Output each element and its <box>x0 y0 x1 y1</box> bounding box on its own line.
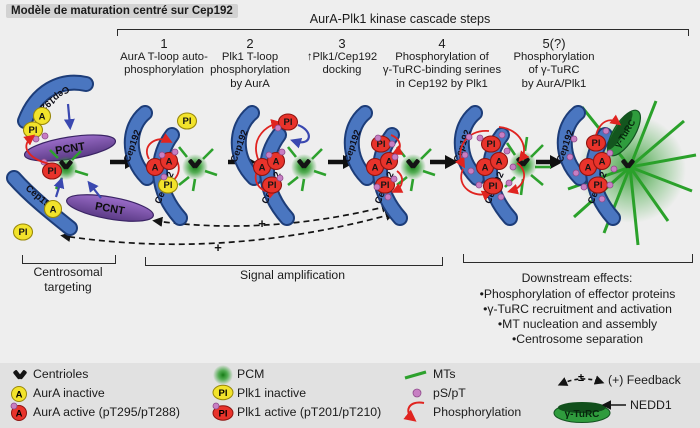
legend-plk1-active: Plk1 active (pT201/pT210) <box>237 405 382 419</box>
svg-text:Pl: Pl <box>219 409 228 420</box>
gturc-nedd1-icon: γ-TuRC <box>553 400 626 423</box>
step4-molecule <box>452 113 551 218</box>
svg-text:±: ± <box>578 372 584 384</box>
aura-inactive-icon: A <box>11 386 27 402</box>
phospho-arrow <box>595 114 622 136</box>
phospho-arrow <box>391 170 404 193</box>
phospho-arrow <box>255 119 282 160</box>
downstream-title: Downstream effects: <box>521 271 633 285</box>
pcm-icon <box>213 365 233 385</box>
phospho-arrow <box>146 133 173 160</box>
phospho-arrow <box>454 130 490 169</box>
phospho-arrow <box>498 126 530 163</box>
phospho-arrow <box>390 134 404 155</box>
step-number-5: 5(?) <box>542 36 566 51</box>
legend-plk1-inactive: Plk1 inactive <box>237 386 307 400</box>
cascade-header: AurA-Plk1 kinase cascade steps <box>309 12 491 26</box>
legend-feedback: (+) Feedback <box>608 373 681 387</box>
feedback-icon: ± <box>557 372 605 386</box>
centrioles-icon <box>13 370 27 380</box>
pcnt-label: PCNT <box>94 200 126 217</box>
downstream-item: •Centrosome separation <box>512 332 643 346</box>
step3-molecule <box>342 113 436 218</box>
svg-text:A: A <box>16 409 23 420</box>
svg-text:A: A <box>16 390 23 401</box>
step1-molecule <box>122 113 218 218</box>
legend-phosphorylation: Phosphorylation <box>433 405 522 419</box>
feedback-plus: + <box>258 216 266 231</box>
phase-label-amplification: Signal amplification <box>239 268 345 282</box>
svg-text:γ-TuRC: γ-TuRC <box>565 409 600 420</box>
legend-aura-active: AurA active (pT295/pT288) <box>33 405 180 419</box>
recruitment-arrows <box>53 103 102 199</box>
step-number-4: 4 <box>438 36 446 51</box>
step-caption-5: Phosphorylation of γ-TuRC by AurA/Plk1 <box>513 51 595 90</box>
step-number-1: 1 <box>160 36 168 51</box>
step-caption-3: ↑Plk1/Cep192 docking <box>306 51 378 77</box>
feedback-arrow-lower <box>60 210 396 246</box>
step-caption-1: AurA T-loop auto- phosphorylation <box>120 51 208 77</box>
step-number-3: 3 <box>338 36 346 51</box>
targeting-bracket <box>22 255 116 264</box>
pcnt-molecule: PCNT <box>66 194 154 222</box>
mts-icon <box>404 370 427 380</box>
mt-stubs <box>286 146 327 192</box>
legend-nedd1: NEDD1 <box>630 398 672 412</box>
phospho-arrow <box>507 162 525 195</box>
cascade-bracket <box>117 29 689 36</box>
plk1-inactive-icon: Pl <box>212 384 234 401</box>
downstream-item: •MT nucleation and assembly <box>497 317 658 331</box>
step2-molecule <box>229 113 327 218</box>
phase-label-targeting: Centrosomal targeting <box>33 265 103 294</box>
docking-arrow <box>290 123 310 149</box>
amplification-bracket <box>145 257 443 266</box>
downstream-bracket <box>463 254 693 263</box>
legend-centrioles: Centrioles <box>33 367 89 381</box>
legend-ps-pt: pS/pT <box>433 386 466 400</box>
aura-active-icon: A <box>10 402 27 421</box>
step5-molecule: γ-TuRC <box>555 100 697 246</box>
feedback-plus: + <box>214 240 222 255</box>
step-caption-4: Phosphorylation of γ-TuRC-binding serine… <box>382 51 502 90</box>
step-caption-2: Plk1 T-loop phosphorylation by AurA <box>210 51 290 90</box>
figure-title: Modèle de maturation centré sur Cep192 <box>6 4 238 18</box>
phosphorylation-icon <box>403 401 425 422</box>
flow-arrow <box>430 155 458 169</box>
legend-pcm: PCM <box>237 367 265 381</box>
legend-mts: MTs <box>433 367 456 381</box>
flow-arrow <box>536 155 563 169</box>
mt-stubs <box>177 146 218 192</box>
step-number-2: 2 <box>246 36 254 51</box>
phospho-arrow <box>23 134 51 165</box>
phospho-arrow <box>460 168 493 201</box>
plk1-active-icon: Pl <box>212 402 234 421</box>
svg-text:Pl: Pl <box>219 388 228 399</box>
ps-pt-icon <box>412 388 422 398</box>
downstream-item: •γ-TuRC recruitment and activation <box>483 302 672 316</box>
legend-aura-inactive: AurA inactive <box>33 386 105 400</box>
downstream-item: •Phosphorylation of effector proteins <box>479 287 676 301</box>
